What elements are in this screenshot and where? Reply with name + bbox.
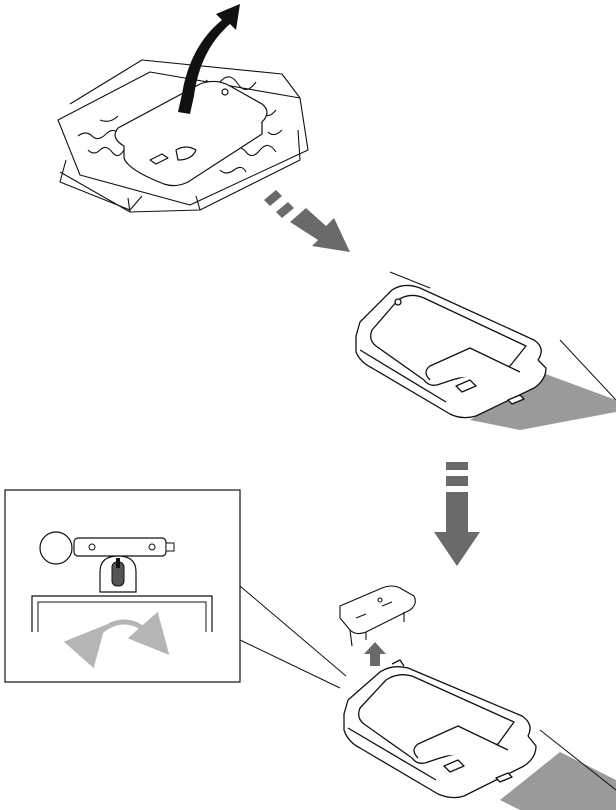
device-unit: [356, 285, 546, 417]
up-arrow-icon: [364, 642, 386, 666]
step-arrow-icon: [434, 462, 480, 566]
detail-inset: [5, 490, 346, 688]
step-arrow-icon: [264, 190, 350, 252]
device-unit-cap-removed: [344, 660, 536, 798]
removed-cap: [340, 586, 415, 646]
